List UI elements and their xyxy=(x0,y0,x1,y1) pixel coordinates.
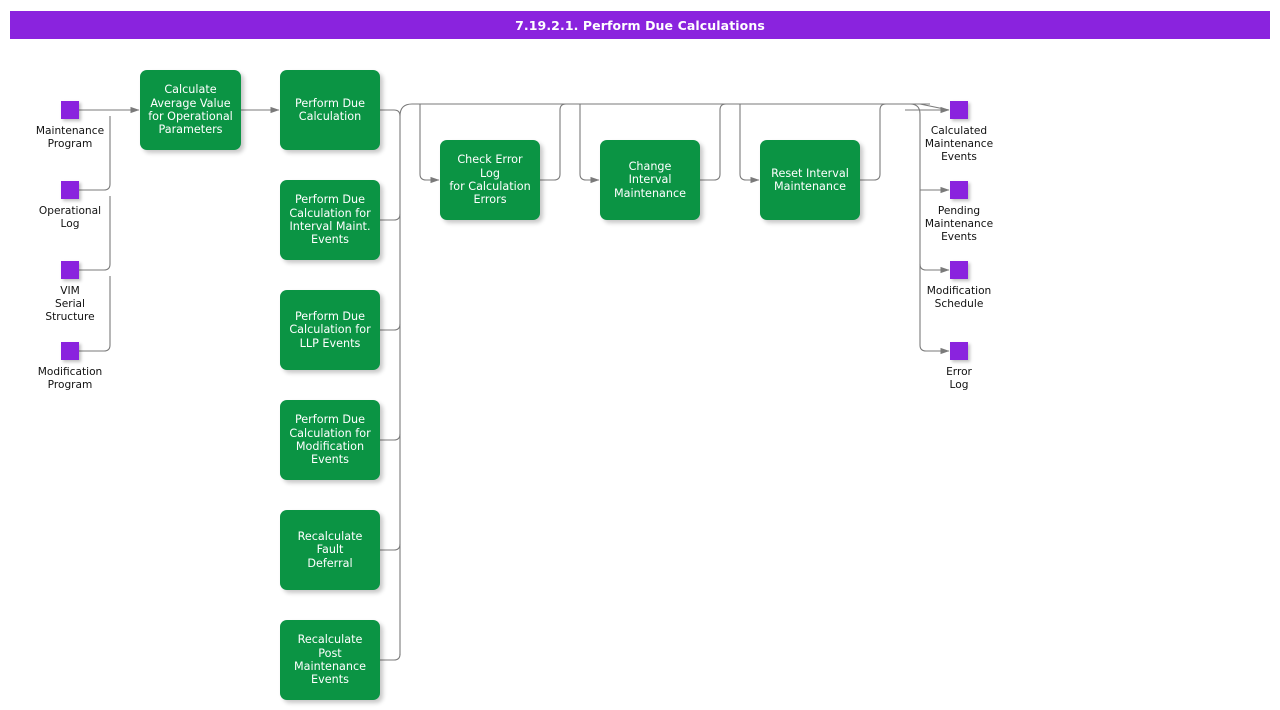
process-recalculate-post-maintenance-events[interactable]: Recalculate Post Maintenance Events xyxy=(280,620,380,700)
process-perform-due-calculation[interactable]: Perform Due Calculation xyxy=(280,70,380,150)
conn-interval-maint-to-trunk xyxy=(380,213,401,221)
process-label: Perform Due Calculation for Modification… xyxy=(289,413,371,467)
process-calculate-average-value-for-operational-parameters[interactable]: Calculate Average Value for Operational … xyxy=(140,70,241,150)
process-label: Perform Due Calculation for LLP Events xyxy=(289,309,371,350)
data-node-vim-serial-structure[interactable] xyxy=(61,261,79,279)
process-label: Recalculate Post Maintenance Events xyxy=(293,633,367,687)
data-label-modification-program: Modification Program xyxy=(37,366,103,392)
conn-check-error-log-return xyxy=(540,103,567,181)
data-node-calculated-maintenance-events[interactable] xyxy=(950,101,968,119)
conn-change-interval-return xyxy=(700,103,727,181)
data-label-calculated-maintenance-events: Calculated Maintenance Events xyxy=(924,125,994,164)
process-label: Perform Due Calculation xyxy=(294,96,366,123)
page-title: 7.19.2.1. Perform Due Calculations xyxy=(515,17,765,33)
data-node-pending-maintenance-events[interactable] xyxy=(950,181,968,199)
conn-fault-deferral-to-trunk xyxy=(380,543,401,551)
conn-trunk-corner xyxy=(919,103,950,111)
conn-modification-to-trunk xyxy=(380,433,401,441)
process-label: Reset Interval Maintenance xyxy=(771,166,849,193)
data-node-maintenance-program[interactable] xyxy=(61,101,79,119)
data-node-operational-log[interactable] xyxy=(61,181,79,199)
process-label: Perform Due Calculation for Interval Mai… xyxy=(289,193,371,247)
conn-post-maint-to-trunk xyxy=(380,653,401,661)
data-label-maintenance-program: Maintenance Program xyxy=(35,125,105,151)
process-recalculate-fault-deferral[interactable]: Recalculate Fault Deferral xyxy=(280,510,380,590)
process-label: Check Error Log for Calculation Errors xyxy=(449,153,531,207)
process-change-interval-maintenance[interactable]: Change Interval Maintenance xyxy=(600,140,700,220)
conn-llp-to-trunk xyxy=(380,323,401,331)
data-node-modification-schedule[interactable] xyxy=(950,261,968,279)
process-reset-interval-maintenance[interactable]: Reset Interval Maintenance xyxy=(760,140,860,220)
conn-spine-right xyxy=(399,103,930,117)
data-label-operational-log: Operational Log xyxy=(38,205,102,231)
data-label-pending-maintenance-events: Pending Maintenance Events xyxy=(924,205,994,244)
data-node-error-log[interactable] xyxy=(950,342,968,360)
data-node-modification-program[interactable] xyxy=(61,342,79,360)
data-label-modification-schedule: Modification Schedule xyxy=(926,285,992,311)
diagram-title-bar: 7.19.2.1. Perform Due Calculations xyxy=(10,11,1270,39)
conn-spine-to-change-interval xyxy=(579,104,600,184)
process-perform-due-calculation-for-llp-events[interactable]: Perform Due Calculation for LLP Events xyxy=(280,290,380,370)
process-perform-due-calculation-for-interval-maint-events[interactable]: Perform Due Calculation for Interval Mai… xyxy=(280,180,380,260)
conn-reset-interval-return xyxy=(860,103,887,181)
conn-spine-to-check-error-log xyxy=(419,104,440,184)
process-label: Change Interval Maintenance xyxy=(613,159,687,200)
process-check-error-log-for-calculation-errors[interactable]: Check Error Log for Calculation Errors xyxy=(440,140,540,220)
conn-spine-to-reset-interval xyxy=(739,104,760,184)
data-label-error-log: Error Log xyxy=(946,366,972,392)
process-label: Calculate Average Value for Operational … xyxy=(148,83,233,137)
process-label: Recalculate Fault Deferral xyxy=(297,529,363,570)
conn-to-modification-schedule xyxy=(919,263,950,274)
conn-perform-due-trunk xyxy=(380,109,401,655)
process-perform-due-calculation-for-modification-events[interactable]: Perform Due Calculation for Modification… xyxy=(280,400,380,480)
data-label-vim-serial-structure: VIM Serial Structure xyxy=(45,285,95,324)
